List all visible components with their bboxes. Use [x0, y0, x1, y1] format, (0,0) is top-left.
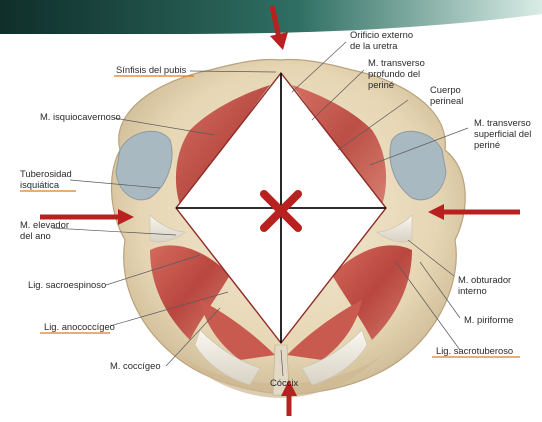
- label-isquiocavernoso: M. isquiocavernoso: [40, 111, 121, 122]
- label-obturador-interno-1: M. obturador: [458, 274, 511, 285]
- label-sinfisis-pubis: Sínfisis del pubis: [116, 64, 187, 75]
- label-transverso-superficial-1: M. transverso: [474, 117, 531, 128]
- arrow-top-icon: [270, 6, 288, 50]
- arrow-right-icon: [428, 204, 520, 220]
- label-anococcigeo: Lig. anococcígeo: [44, 321, 115, 332]
- label-sacroespinoso: Lig. sacroespinoso: [28, 279, 106, 290]
- label-transverso-superficial-3: periné: [474, 139, 500, 150]
- label-coccigeo: M. coccígeo: [110, 360, 161, 371]
- label-transverso-superficial-2: superficial del: [474, 128, 531, 139]
- label-sacrotuberoso: Lig. sacrotuberoso: [436, 345, 513, 356]
- label-orificio-uretra-1: Orificio externo: [350, 29, 413, 40]
- label-elevador-ano-2: del ano: [20, 230, 51, 241]
- label-orificio-uretra-2: de la uretra: [350, 40, 398, 51]
- label-tuberosidad-2: isquiática: [20, 179, 60, 190]
- label-transverso-profundo-2: profundo del: [368, 68, 420, 79]
- label-obturador-interno-2: interno: [458, 285, 487, 296]
- label-cuerpo-perineal-1: Cuerpo: [430, 84, 461, 95]
- label-piriforme: M. piriforme: [464, 314, 513, 325]
- label-transverso-profundo-1: M. transverso: [368, 57, 425, 68]
- label-tuberosidad-1: Tuberosidad: [20, 168, 72, 179]
- label-elevador-ano-1: M. elevador: [20, 219, 69, 230]
- label-cuerpo-perineal-2: perineal: [430, 95, 463, 106]
- label-transverso-profundo-3: periné: [368, 79, 394, 90]
- label-coccix: Cóccix: [270, 377, 298, 388]
